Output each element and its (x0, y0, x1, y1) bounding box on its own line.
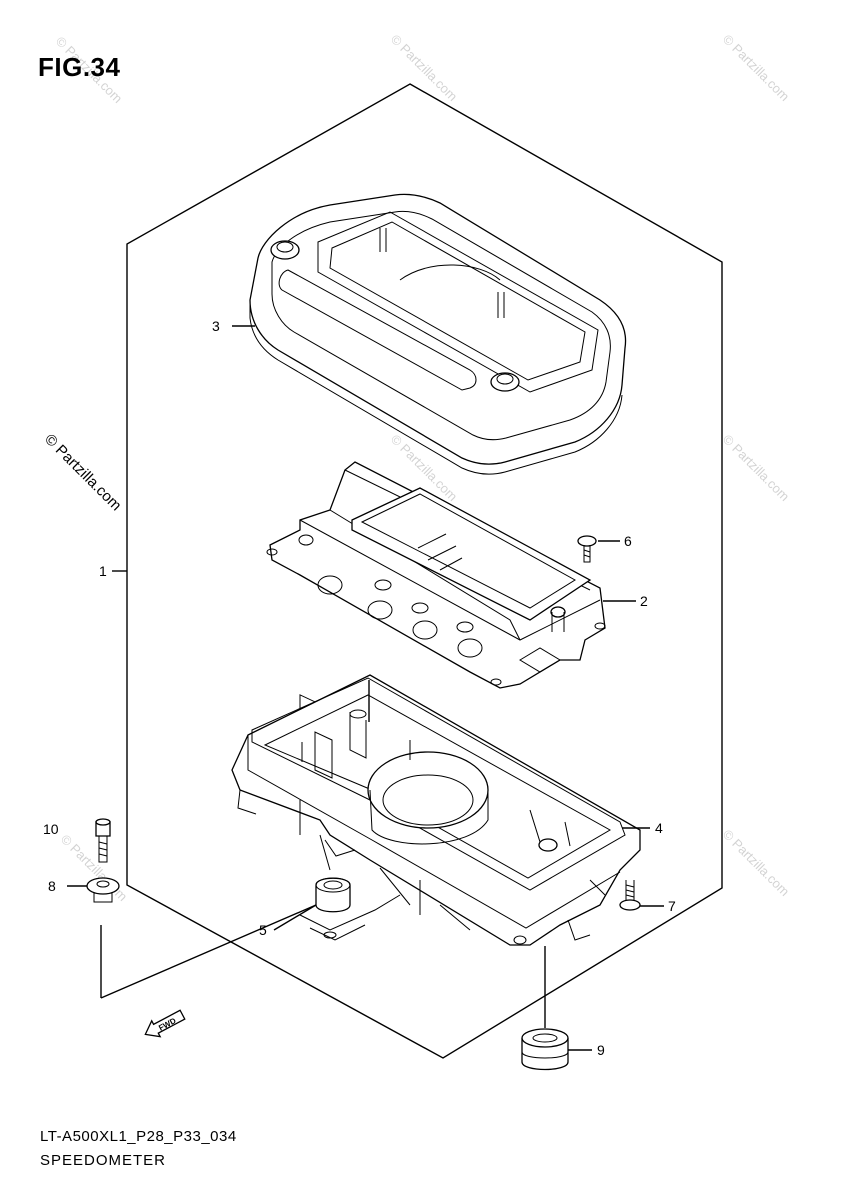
part-9-cushion (521, 1028, 569, 1071)
part-10-bolt (95, 818, 111, 863)
callout-5: 5 (259, 922, 267, 938)
callout-9: 9 (597, 1042, 605, 1058)
model-code: LT-A500XL1_P28_P33_034 (40, 1128, 237, 1145)
callout-10: 10 (43, 821, 59, 837)
callout-7: 7 (668, 898, 676, 914)
part-8-collar (86, 877, 120, 903)
watermark: © Partzilla.com (720, 827, 793, 900)
watermark: © Partzilla.com (388, 32, 461, 105)
diagram-name: SPEEDOMETER (40, 1152, 167, 1169)
callout-1: 1 (99, 563, 107, 579)
watermark: © Partzilla.com (53, 34, 126, 107)
part-2-meter-unit (266, 461, 606, 749)
callout-6: 6 (624, 533, 632, 549)
watermark: © Partzilla.com (720, 432, 793, 505)
watermark-main: © Partzilla.com (41, 431, 124, 514)
fwd-arrow-icon: FWD (144, 1009, 186, 1038)
callout-8: 8 (48, 878, 56, 894)
figure-title: FIG.34 (38, 52, 121, 82)
assembly-boundary (126, 83, 723, 1059)
watermark: © Partzilla.com (41, 431, 124, 514)
part-3-upper-cover (249, 193, 627, 475)
callout-4: 4 (655, 820, 663, 836)
part-5-grommet (299, 877, 401, 941)
part-4-lower-case (231, 674, 641, 946)
part-7-screw (619, 880, 641, 911)
watermark: © Partzilla.com (720, 32, 793, 105)
callouts: 3 1 6 2 4 7 5 10 8 9 (43, 318, 676, 1058)
callout-3: 3 (212, 318, 220, 334)
part-6-screw (577, 535, 597, 563)
leader-lines (67, 325, 664, 1051)
callout-2: 2 (640, 593, 648, 609)
